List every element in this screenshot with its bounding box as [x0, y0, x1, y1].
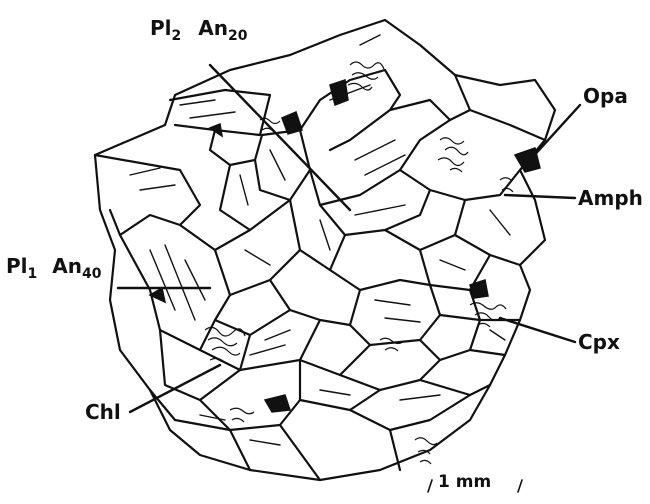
label-pl1-name: Pl	[6, 254, 28, 278]
label-amph: Amph	[578, 188, 643, 208]
label-scale: 1 mm	[438, 474, 491, 491]
rock-outline	[95, 20, 555, 480]
label-chl: Chl	[85, 402, 121, 422]
label-pl2-an20: Pl2 An20	[150, 18, 247, 43]
label-pl1-an40: Pl1 An40	[6, 256, 101, 281]
label-pl2-an-index: 20	[228, 28, 247, 44]
label-pl1-index: 1	[28, 266, 38, 282]
label-cpx: Cpx	[578, 332, 620, 352]
label-pl1-an: An	[52, 254, 82, 278]
leader-amph	[505, 195, 575, 198]
label-pl2-index: 2	[172, 28, 182, 44]
label-pl2-an: An	[198, 16, 228, 40]
label-opa: Opa	[583, 86, 628, 106]
leader-pl2	[210, 65, 350, 210]
label-pl1-an-index: 40	[82, 266, 101, 282]
label-pl2-name: Pl	[150, 16, 172, 40]
grain-boundaries	[95, 70, 545, 480]
leader-lines	[118, 65, 580, 412]
